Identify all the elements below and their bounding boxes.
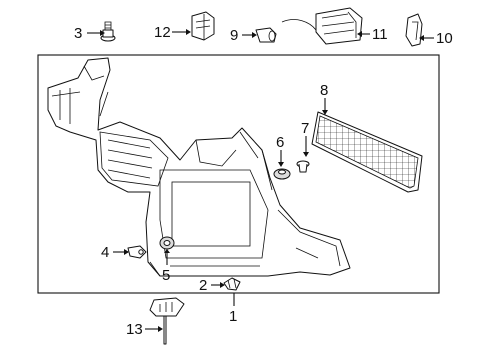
- callout-13: 13: [126, 321, 143, 338]
- grommet: [273, 168, 291, 180]
- callout-5: 5: [162, 267, 170, 284]
- hook-pin: [149, 297, 185, 345]
- leader-lines: [87, 29, 434, 332]
- handle: [405, 13, 423, 47]
- callout-12: 12: [154, 24, 171, 41]
- washer: [159, 236, 175, 250]
- retainer-clip: [223, 277, 241, 291]
- callout-9: 9: [230, 27, 238, 44]
- cargo-net: [311, 111, 423, 193]
- callout-10: 10: [436, 30, 453, 47]
- callout-7: 7: [301, 120, 309, 137]
- callout-1: 1: [229, 308, 237, 325]
- callout-11: 11: [372, 26, 388, 43]
- assembly-frame: [37, 54, 440, 294]
- callout-3: 3: [74, 25, 82, 42]
- callout-6: 6: [276, 134, 284, 151]
- push-clip: [296, 160, 310, 173]
- hook: [127, 245, 147, 259]
- bracket: [191, 11, 215, 41]
- callout-8: 8: [320, 82, 328, 99]
- callout-2: 2: [199, 277, 207, 294]
- callout-4: 4: [101, 244, 109, 261]
- callouts: 3 12 9 11 10 8 6 7 4 5 2 1 13: [74, 24, 453, 338]
- quarter-trim-panel: [47, 57, 351, 277]
- screw: [100, 21, 116, 42]
- plug: [255, 27, 277, 43]
- lamp-assembly: [281, 7, 363, 45]
